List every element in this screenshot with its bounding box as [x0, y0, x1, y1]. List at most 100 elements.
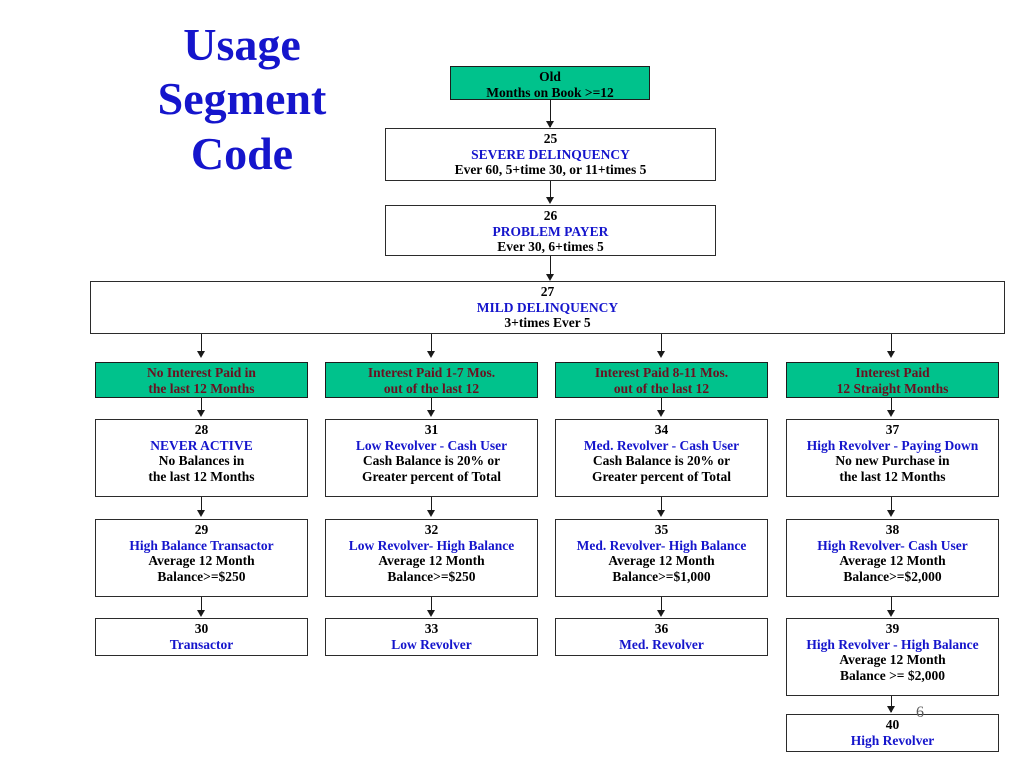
branch-header-2-line-1: Interest Paid 1-7 Mos.	[367, 365, 496, 380]
node-35-code: 35	[654, 522, 669, 537]
connector-branch-2-header-to-31	[431, 398, 432, 415]
connector-25-to-26-arrow	[545, 197, 554, 204]
node-26-desc: Ever 30, 6+times 5	[497, 239, 604, 254]
node-39-code: 39	[885, 621, 900, 636]
connector-27-to-branch-3-arrow	[656, 351, 665, 358]
node-33-name: Low Revolver	[391, 636, 472, 652]
slide-number: 6	[916, 704, 924, 721]
node-27-name: MILD DELINQUENCY	[476, 299, 619, 315]
connector-27-to-branch-2	[431, 334, 432, 356]
node-35-desc-1: Average 12 Month	[608, 553, 715, 568]
connector-34-to-35	[661, 497, 662, 515]
connector-39-to-40	[891, 696, 892, 712]
connector-27-to-branch-4	[891, 334, 892, 356]
node-37-desc-2: the last 12 Months	[839, 468, 946, 484]
node-40-high-revolver[interactable]: 40 High Revolver	[786, 714, 999, 752]
node-29-high-balance-transactor[interactable]: 29 High Balance Transactor Average 12 Mo…	[95, 519, 308, 597]
node-32-desc-2: Balance>=$250	[387, 568, 476, 584]
page-title: Usage Segment Code	[92, 18, 392, 181]
node-39-desc-2: Balance >= $2,000	[839, 667, 945, 683]
node-29-code: 29	[194, 522, 209, 537]
connector-branch-3-header-to-34-arrow	[656, 410, 665, 417]
node-39-high-revolver-high-balance[interactable]: 39 High Revolver - High Balance Average …	[786, 618, 999, 696]
connector-32-to-33-arrow	[426, 610, 435, 617]
connector-27-to-branch-1	[201, 334, 202, 356]
node-25-severe-delinquency[interactable]: 25 SEVERE DELINQUENCY Ever 60, 5+time 30…	[385, 128, 716, 181]
connector-29-to-30-arrow	[196, 610, 205, 617]
node-30-name: Transactor	[169, 636, 234, 652]
node-35-med-revolver-high-balance[interactable]: 35 Med. Revolver- High Balance Average 1…	[555, 519, 768, 597]
node-31-code: 31	[424, 422, 439, 437]
node-40-name: High Revolver	[850, 732, 935, 748]
node-37-desc-1: No new Purchase in	[835, 453, 950, 468]
node-38-high-revolver-cash-user[interactable]: 38 High Revolver- Cash User Average 12 M…	[786, 519, 999, 597]
node-35-name: Med. Revolver- High Balance	[576, 537, 747, 553]
node-34-desc-1: Cash Balance is 20% or	[592, 453, 731, 468]
node-30-code: 30	[194, 621, 209, 636]
node-34-name: Med. Revolver - Cash User	[583, 437, 740, 453]
node-32-low-revolver-high-balance[interactable]: 32 Low Revolver- High Balance Average 12…	[325, 519, 538, 597]
connector-branch-3-header-to-34	[661, 398, 662, 415]
connector-branch-4-header-to-37	[891, 398, 892, 415]
connector-27-to-branch-3	[661, 334, 662, 356]
node-root-old[interactable]: Old Months on Book >=12	[450, 66, 650, 100]
node-40-code: 40	[885, 717, 900, 732]
branch-header-1[interactable]: No Interest Paid in the last 12 Months	[95, 362, 308, 398]
connector-root-to-25	[550, 100, 551, 127]
node-34-med-revolver-cash-user[interactable]: 34 Med. Revolver - Cash User Cash Balanc…	[555, 419, 768, 497]
node-38-name: High Revolver- Cash User	[817, 537, 968, 553]
branch-header-2[interactable]: Interest Paid 1-7 Mos. out of the last 1…	[325, 362, 538, 398]
connector-branch-2-header-to-31-arrow	[426, 410, 435, 417]
connector-27-to-branch-1-arrow	[196, 351, 205, 358]
branch-header-4-line-2: 12 Straight Months	[836, 380, 949, 396]
node-28-never-active[interactable]: 28 NEVER ACTIVE No Balances in the last …	[95, 419, 308, 497]
branch-header-3[interactable]: Interest Paid 8-11 Mos. out of the last …	[555, 362, 768, 398]
branch-header-3-line-2: out of the last 12	[613, 380, 710, 396]
connector-26-to-27	[550, 256, 551, 279]
branch-header-4[interactable]: Interest Paid 12 Straight Months	[786, 362, 999, 398]
node-27-mild-delinquency[interactable]: 27 MILD DELINQUENCY 3+times Ever 5	[90, 281, 1005, 334]
node-37-name: High Revolver - Paying Down	[806, 437, 979, 453]
branch-header-4-line-1: Interest Paid	[855, 365, 930, 380]
page-title-line-1: Usage	[183, 19, 301, 70]
connector-35-to-36-arrow	[656, 610, 665, 617]
node-29-desc-1: Average 12 Month	[148, 553, 255, 568]
node-35-desc-2: Balance>=$1,000	[612, 568, 711, 584]
connector-32-to-33	[431, 597, 432, 615]
connector-27-to-branch-2-arrow	[426, 351, 435, 358]
node-33-code: 33	[424, 621, 439, 636]
node-30-transactor[interactable]: 30 Transactor	[95, 618, 308, 656]
connector-35-to-36	[661, 597, 662, 615]
node-38-desc-1: Average 12 Month	[839, 553, 946, 568]
node-36-name: Med. Revolver	[619, 636, 704, 652]
connector-31-to-32-arrow	[426, 510, 435, 517]
node-26-name: PROBLEM PAYER	[492, 223, 609, 239]
node-39-name: High Revolver - High Balance	[806, 636, 979, 652]
connector-branch-4-header-to-37-arrow	[886, 410, 895, 417]
connector-28-to-29	[201, 497, 202, 515]
node-33-low-revolver[interactable]: 33 Low Revolver	[325, 618, 538, 656]
node-29-name: High Balance Transactor	[129, 537, 274, 553]
connector-38-to-39	[891, 597, 892, 615]
node-36-med-revolver[interactable]: 36 Med. Revolver	[555, 618, 768, 656]
node-28-code: 28	[194, 422, 209, 437]
node-26-code: 26	[543, 208, 558, 223]
node-31-low-revolver-cash-user[interactable]: 31 Low Revolver - Cash User Cash Balance…	[325, 419, 538, 497]
node-25-desc: Ever 60, 5+time 30, or 11+times 5	[454, 162, 647, 177]
branch-header-2-line-2: out of the last 12	[383, 380, 480, 396]
node-25-name: SEVERE DELINQUENCY	[471, 146, 630, 162]
connector-37-to-38-arrow	[886, 510, 895, 517]
connector-38-to-39-arrow	[886, 610, 895, 617]
node-32-desc-1: Average 12 Month	[378, 553, 485, 568]
node-38-code: 38	[885, 522, 900, 537]
node-26-problem-payer[interactable]: 26 PROBLEM PAYER Ever 30, 6+times 5	[385, 205, 716, 256]
node-29-desc-2: Balance>=$250	[157, 568, 246, 584]
connector-branch-1-header-to-28	[201, 398, 202, 415]
node-37-high-revolver-paying-down[interactable]: 37 High Revolver - Paying Down No new Pu…	[786, 419, 999, 497]
node-36-code: 36	[654, 621, 669, 636]
node-34-desc-2: Greater percent of Total	[591, 468, 732, 484]
node-32-code: 32	[424, 522, 439, 537]
connector-29-to-30	[201, 597, 202, 615]
node-root-old-desc: Months on Book >=12	[486, 84, 614, 100]
node-28-name: NEVER ACTIVE	[150, 437, 253, 453]
